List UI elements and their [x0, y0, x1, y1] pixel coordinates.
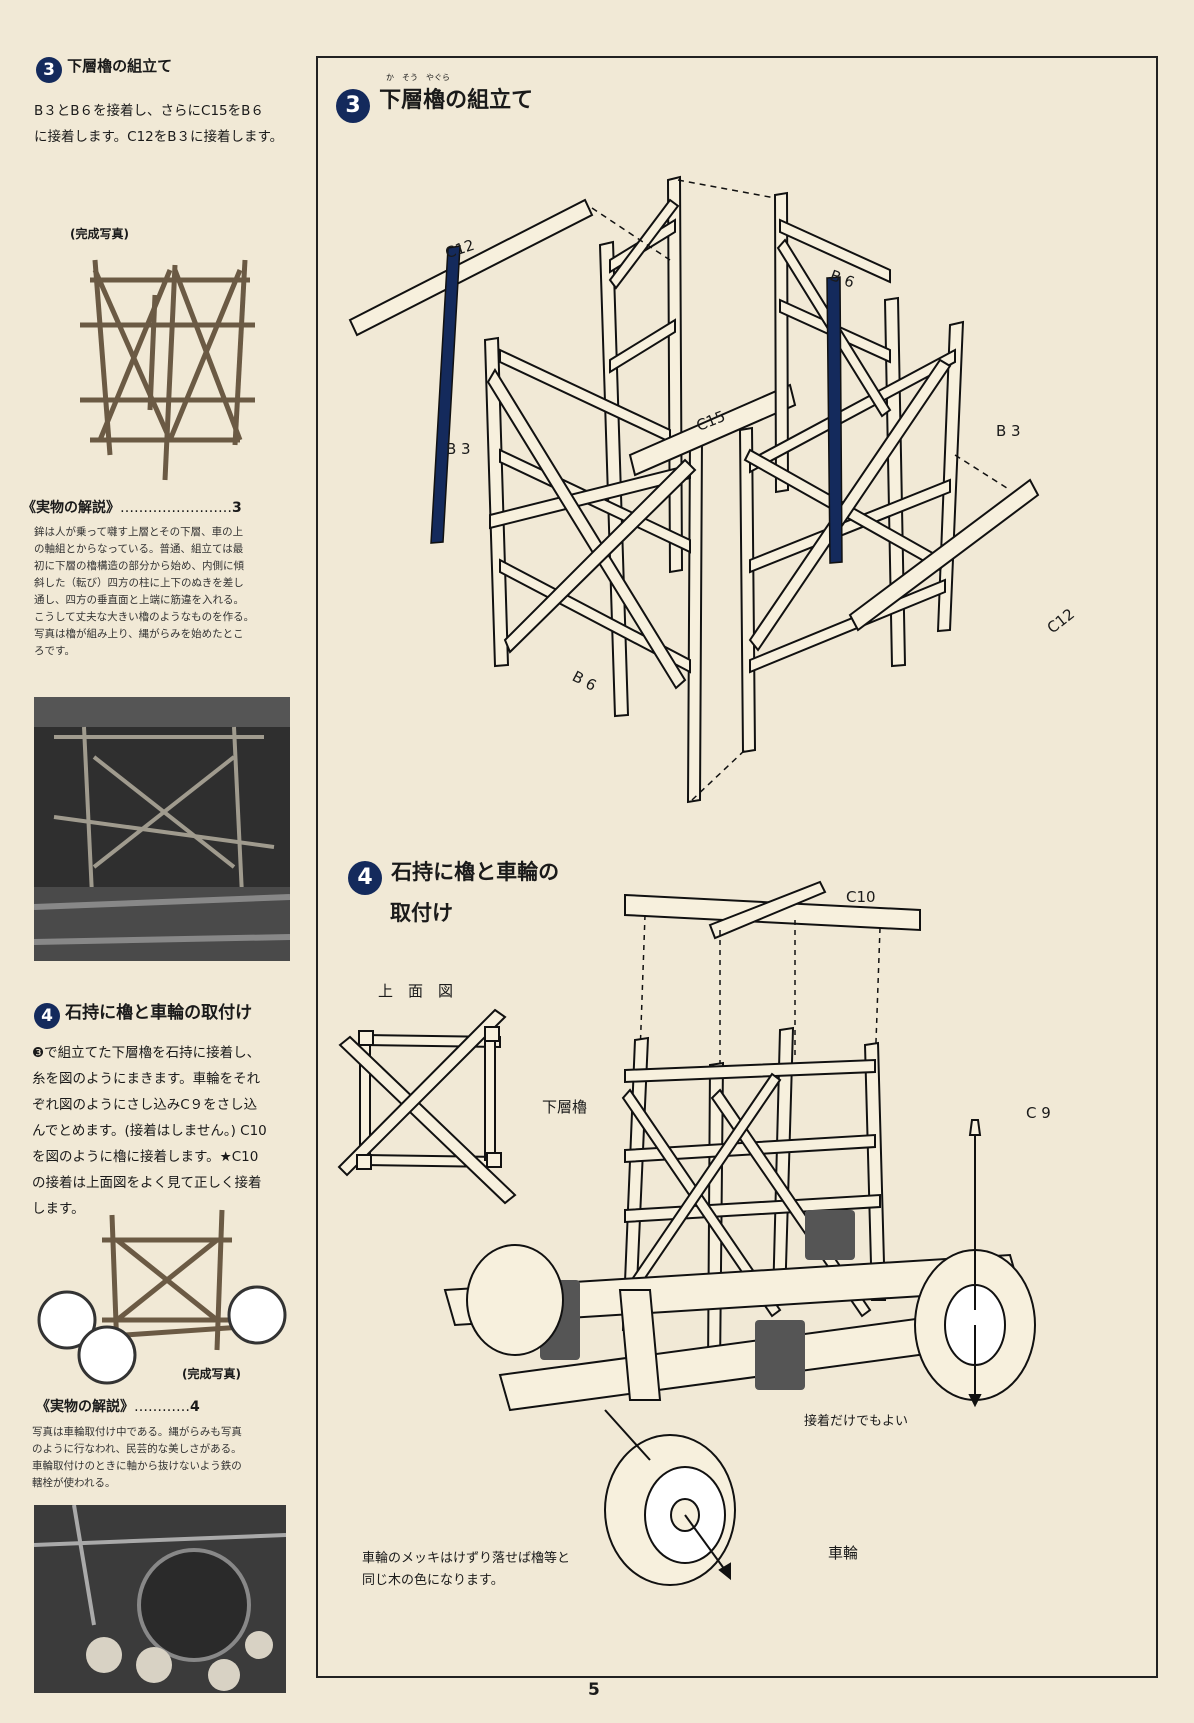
label-c10: C10: [846, 888, 876, 906]
left-sec4-text: ❸で組立てた下層櫓を石持に接着し、 糸を図のようにまきます。車輪をそれ ぞれ図の…: [32, 1040, 302, 1222]
explanation-number: 3: [232, 500, 242, 516]
explanation-title: 《実物の解説》: [22, 500, 120, 516]
text-line: 写真は櫓が組み上り、縄がらみを始めたとこ: [34, 628, 244, 640]
explanation3-text: 鉾は人が乗って囃す上層とその下層、車の上 の軸組とからなっている。普通、組立ては…: [34, 524, 304, 660]
text-line: 車輪取付けのときに軸から抜けないよう鉄の: [32, 1460, 242, 1472]
c12-beam-right: [848, 478, 1040, 632]
step-number-badge: 4: [348, 861, 382, 895]
label-b3-left: B 3: [446, 440, 471, 458]
label-c9: C 9: [1026, 1104, 1051, 1122]
step-number-badge: 4: [34, 1003, 60, 1029]
note-line: 同じ木の色になります。: [362, 1573, 504, 1588]
explanation-title: 《実物の解説》: [36, 1399, 134, 1415]
top-view-diagram: [337, 1008, 517, 1205]
main-sec4-title-line2: 取付け: [390, 901, 453, 925]
text-line: 鉾は人が乗って囃す上層とその下層、車の上: [34, 526, 244, 538]
text-line: に接着します。C12をB３に接着します。: [34, 129, 284, 145]
photo2-caption: (完成写真): [182, 1367, 241, 1381]
ruby-reading: か そう やぐら: [386, 73, 450, 82]
real-float-photo-1: [34, 697, 290, 961]
explanation4-text: 写真は車輪取付け中である。縄がらみも写真 のように行なわれ、民芸的な美しさがある…: [32, 1424, 302, 1492]
c15-beam: [628, 383, 797, 477]
text-line: の軸組とからなっている。普通、組立ては最: [34, 543, 244, 555]
main-sec3-heading: 3 か そう やぐら 下層櫓の組立て: [336, 73, 534, 123]
text-line: 糸を図のようにまきます。車輪をそれ: [32, 1071, 261, 1087]
photo1-caption: (完成写真): [70, 227, 129, 241]
label-top-view: 上 面 図: [378, 982, 454, 1000]
note-line: 車輪のメッキはけずり落せば櫓等と: [362, 1551, 571, 1566]
main-sec3-title: 下層櫓の組立て: [379, 88, 534, 113]
main-sec4-title-line1: 石持に櫓と車輪の: [391, 860, 560, 884]
instruction-frame: [316, 56, 1158, 1678]
float-assembly-diagram: [443, 880, 1036, 1586]
main-sec4-heading: 4 石持に櫓と車輪の 取付け: [348, 856, 559, 927]
text-line: B３とB６を接着し、さらにC15をB６: [34, 103, 264, 119]
text-line: します。: [32, 1201, 85, 1217]
real-float-photo-2: [34, 1505, 286, 1693]
label-lower-tower: 下層櫓: [542, 1098, 588, 1116]
text-line: 斜した（転び）四方の柱に上下のぬきを差し: [34, 577, 244, 589]
b3-piece-right-highlight: [826, 276, 843, 564]
text-line: 通し、四方の垂直面と上端に筋違を入れる。: [34, 594, 244, 606]
text-line: のように行なわれ、民芸的な美しさがある。: [32, 1443, 242, 1455]
step-number-badge: 3: [36, 57, 62, 83]
text-line: 初に下層の櫓構造の部分から始め、内側に傾: [34, 560, 244, 572]
c12-beam-left: [348, 198, 594, 337]
text-line: 轄栓が使われる。: [32, 1477, 116, 1489]
left-sec3-text: B３とB６を接着し、さらにC15をB６ に接着します。C12をB３に接着します。: [34, 98, 314, 150]
wheel-plating-note: 車輪のメッキはけずり落せば櫓等と 同じ木の色になります。: [362, 1548, 570, 1592]
completed-tower-photo: [80, 259, 255, 481]
left-sec4-heading: 4 石持に櫓と車輪の取付け: [34, 998, 252, 1029]
leader-dots: ……………………: [120, 500, 232, 516]
completed-float-photo: [37, 1209, 287, 1385]
step-number-badge: 3: [336, 89, 370, 123]
lower-tower-exploded-diagram: [348, 175, 1040, 804]
explanation3-heading: 《実物の解説》……………………3: [22, 497, 242, 517]
b3-piece-left-highlight: [430, 245, 461, 544]
left-sec3-heading: 3 下層櫓の組立て: [36, 55, 172, 83]
page-number: 5: [588, 1680, 600, 1700]
text-line: 写真は車輪取付け中である。縄がらみも写真: [32, 1426, 242, 1438]
text-line: んでとめます。(接着はしません。) C10: [32, 1123, 267, 1139]
label-glue-only: 接着だけでもよい: [804, 1414, 909, 1429]
left-sec3-title: 下層櫓の組立て: [67, 57, 173, 75]
text-line: ろです。: [34, 645, 75, 657]
leader-dots: …………: [134, 1399, 190, 1415]
text-line: ❸で組立てた下層櫓を石持に接着し、: [32, 1045, 261, 1061]
text-line: ぞれ図のようにさし込みC９をさし込: [32, 1097, 258, 1113]
explanation4-heading: 《実物の解説》…………4: [36, 1396, 200, 1416]
label-wheel: 車輪: [828, 1544, 859, 1562]
text-line: の接着は上面図をよく見て正しく接着: [32, 1175, 262, 1191]
label-b3-right: B 3: [996, 422, 1021, 440]
text-line: を図のように櫓に接着します。★C10: [32, 1149, 259, 1165]
explanation-number: 4: [190, 1399, 200, 1415]
text-line: こうして丈夫な大きい櫓のようなものを作る。: [34, 611, 255, 623]
left-sec4-title: 石持に櫓と車輪の取付け: [65, 1003, 253, 1023]
